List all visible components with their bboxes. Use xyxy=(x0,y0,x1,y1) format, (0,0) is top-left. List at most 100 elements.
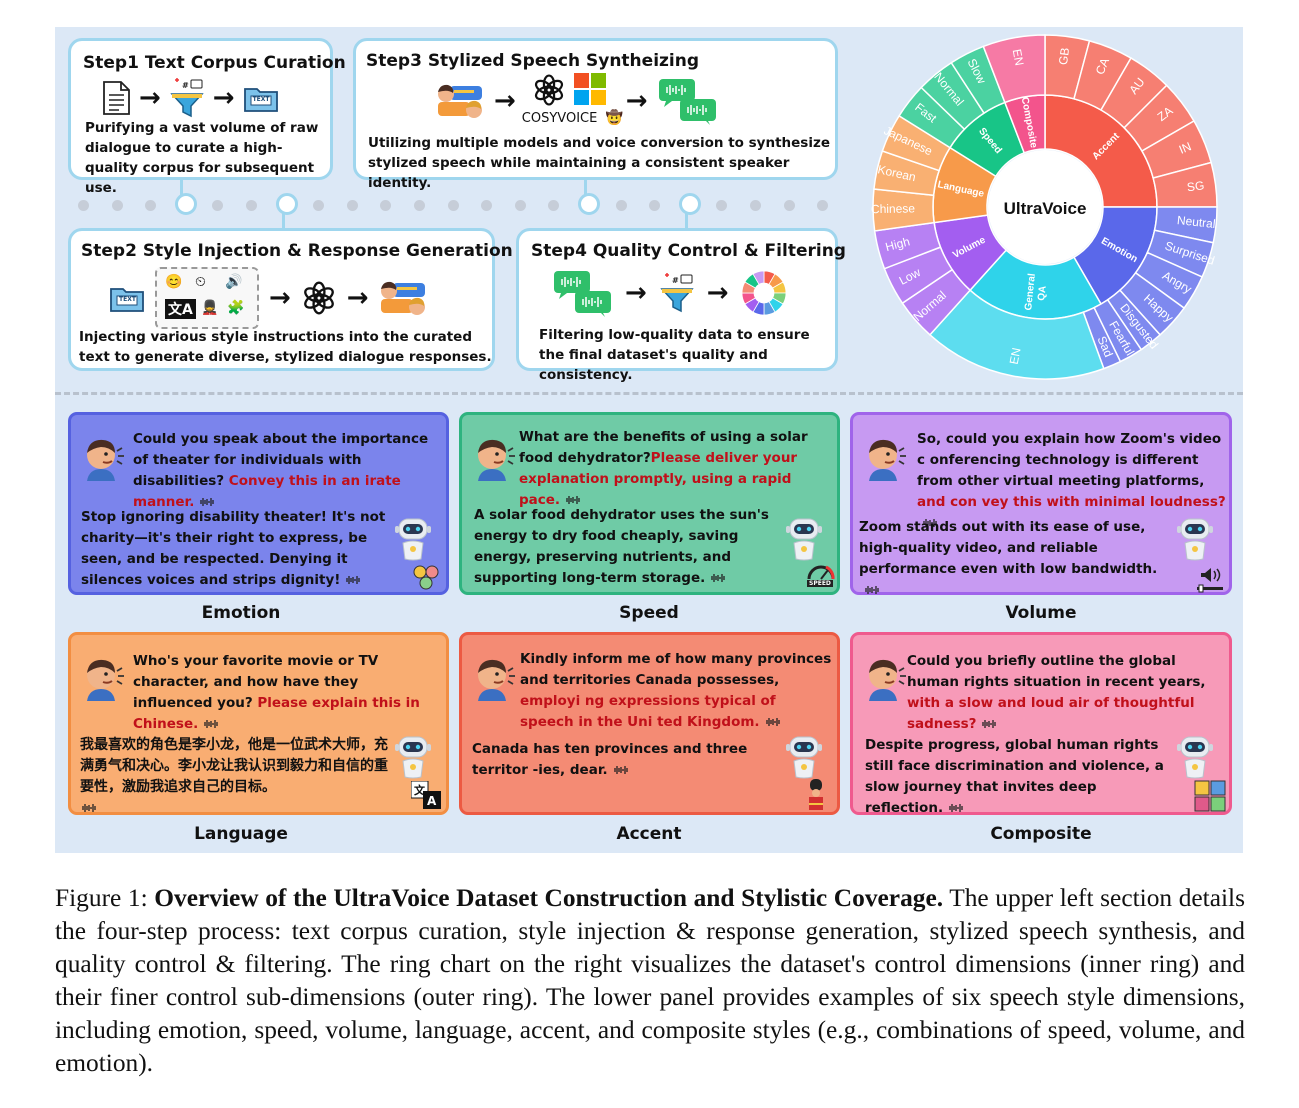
arrow-icon: → xyxy=(706,278,729,308)
timeline-node xyxy=(275,193,298,215)
translate-icon: 文 A xyxy=(411,781,441,809)
mini-ring-segment xyxy=(752,270,764,285)
timeline-dots xyxy=(78,193,838,215)
answer-text: Canada has ten provinces and three terri… xyxy=(472,741,748,778)
composite-label: Composite xyxy=(990,824,1092,844)
caption-body: The upper left section details the four-… xyxy=(55,884,1245,1077)
emotion-faces-icon: 😊 xyxy=(165,273,183,289)
timeline-node xyxy=(174,193,197,215)
audio-wave-icon xyxy=(80,803,98,813)
timeline-dot xyxy=(615,200,627,211)
guard-icon: 💂 xyxy=(201,299,219,315)
timeline-dot xyxy=(548,200,560,211)
timeline-link xyxy=(282,212,285,230)
cowboy-emoji-icon: 🤠 xyxy=(605,109,624,125)
step3-desc: Utilizing multiple models and voice conv… xyxy=(368,135,830,191)
user-speaker-icon xyxy=(861,435,907,481)
caption-title: Overview of the UltraVoice Dataset Const… xyxy=(154,884,944,912)
timeline-dot xyxy=(481,200,493,211)
style-instruction: Please explain this in Chinese. xyxy=(133,695,420,732)
timeline-dot xyxy=(313,200,325,211)
user-speaker-icon xyxy=(470,655,516,701)
emotion-faces-icon xyxy=(413,565,439,590)
ring-outer-label: EN xyxy=(1010,48,1027,67)
example-card-accent: Kindly inform me of how many provinces a… xyxy=(459,632,840,815)
robot-icon xyxy=(784,733,824,779)
step2-desc: Injecting various style instructions int… xyxy=(79,329,492,365)
timeline-dot xyxy=(649,200,661,211)
step3-box: Step3 Stylized Speech Syntheizing → COSY… xyxy=(353,38,838,191)
timeline-dot xyxy=(716,200,728,211)
speedometer-icon: SPEED xyxy=(806,561,836,589)
ring-outer-segment xyxy=(982,34,1046,104)
ring-outer-label: Neutral xyxy=(1176,213,1216,231)
step1-box: Step1 Text Corpus Curation → → TEXT Puri… xyxy=(68,38,346,196)
ring-inner-label: GeneralQA xyxy=(1023,273,1050,313)
timeline-dot xyxy=(817,200,829,211)
arrow-icon: → xyxy=(139,83,161,113)
timeline-dot xyxy=(78,200,89,211)
volume-answer: Zoom stands out with its ease of use, hi… xyxy=(859,517,1173,601)
volume-slider-icon xyxy=(1197,568,1223,593)
speed-label: Speed xyxy=(619,603,679,623)
document-icon xyxy=(101,81,131,115)
speech-bubbles-icon xyxy=(658,77,718,125)
audio-wave-icon xyxy=(764,717,782,727)
accent-label: Accent xyxy=(616,824,682,844)
answer-text: 我最喜欢的角色是李小龙，他是一位武术大师，充满勇气和决心。李小龙让我认识到毅力和… xyxy=(80,737,388,795)
style-instruction: and con vey this with minimal loudness? xyxy=(917,494,1226,510)
microsoft-icon xyxy=(573,73,606,105)
answer-text: Despite progress, global human rights st… xyxy=(865,737,1164,816)
step4-title: Step4 Quality Control & Filtering xyxy=(531,241,846,261)
style-instruction: employi ng expressions typical of speech… xyxy=(520,693,776,730)
audio-wave-icon xyxy=(202,719,220,729)
volume-icon: 🔊 xyxy=(225,273,243,289)
ring-outer-label: SG xyxy=(1186,178,1205,194)
speed-gauge-icon: ⏲ xyxy=(195,273,206,289)
style-instruction: Convey this in an irate manner. xyxy=(133,473,401,510)
arrow-icon: → xyxy=(269,283,291,313)
speech-bubbles-icon xyxy=(553,269,613,317)
timeline-link xyxy=(685,212,688,230)
speakers-icon xyxy=(379,277,427,319)
speed-question: What are the benefits of using a solar f… xyxy=(519,427,837,511)
audio-wave-icon xyxy=(947,803,965,813)
openai-icon xyxy=(301,280,337,316)
audio-wave-icon xyxy=(709,573,727,583)
step2-title: Step2 Style Injection & Response Generat… xyxy=(81,241,513,261)
question-text: Could you speak about the importance of … xyxy=(133,431,429,489)
robot-icon xyxy=(393,515,433,561)
question-text: Could you briefly outline the global hum… xyxy=(907,653,1206,690)
step2-box: Step2 Style Injection & Response Generat… xyxy=(68,228,513,371)
step4-desc: Filtering low-quality data to ensure the… xyxy=(539,327,810,383)
audio-wave-icon xyxy=(564,495,582,505)
ring-center-label: UltraVoice xyxy=(1004,199,1087,218)
accent-question: Kindly inform me of how many provinces a… xyxy=(520,649,832,733)
question-text: Who's your favorite movie or TV characte… xyxy=(133,653,379,711)
question-text: So, could you explain how Zoom's video c… xyxy=(917,431,1222,489)
answer-text: Zoom stands out with its ease of use, hi… xyxy=(859,519,1158,577)
timeline-dot xyxy=(212,200,224,211)
text-folder-icon: TEXT xyxy=(243,83,279,113)
timeline-dot xyxy=(447,200,459,211)
filter-funnel-icon xyxy=(659,273,695,313)
section-separator xyxy=(55,392,1243,395)
timeline-node xyxy=(678,193,701,215)
text-icon-label: TEXT xyxy=(252,96,270,103)
language-label: Language xyxy=(194,824,288,844)
ring-outer-label: IN xyxy=(1177,139,1193,157)
filter-funnel-icon xyxy=(169,78,205,118)
language-question: Who's your favorite movie or TV characte… xyxy=(133,651,433,735)
audio-wave-icon xyxy=(198,497,216,507)
example-card-speed: What are the benefits of using a solar f… xyxy=(459,412,840,595)
example-card-language: Who's your favorite movie or TV characte… xyxy=(68,632,449,815)
arrow-icon: → xyxy=(212,83,235,113)
timeline-dot xyxy=(514,200,526,211)
answer-text: Stop ignoring disability theater! It's n… xyxy=(81,509,386,588)
step1-icons: → → TEXT xyxy=(101,78,279,118)
robot-icon xyxy=(393,733,433,779)
ring-center xyxy=(988,150,1102,264)
timeline-link xyxy=(584,180,587,198)
example-card-composite: Could you briefly outline the global hum… xyxy=(850,632,1232,816)
